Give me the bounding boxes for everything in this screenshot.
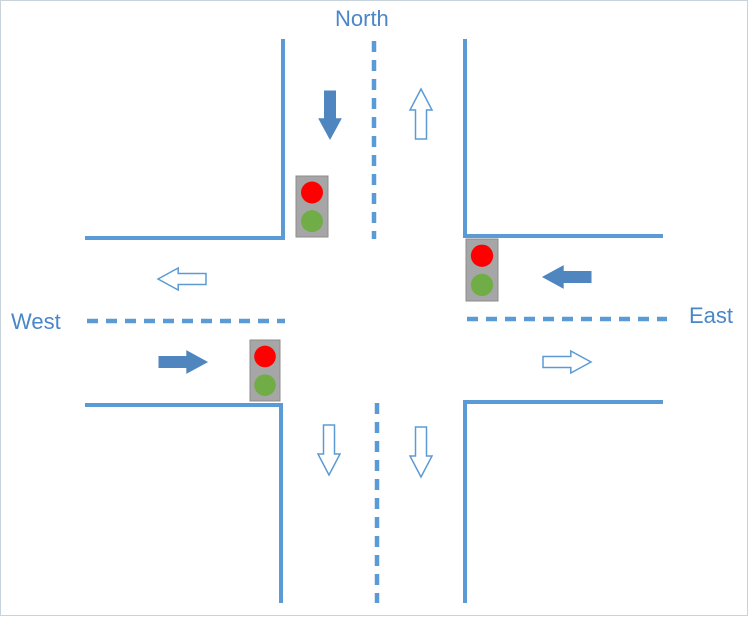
- traffic-light-north: [295, 175, 329, 238]
- traffic-light-east: [465, 238, 499, 302]
- arrow-south-left-lane: [316, 424, 342, 477]
- red-light-icon: [301, 181, 323, 204]
- road-edge-northwest-corner: [85, 39, 285, 240]
- arrow-south-right-lane: [408, 426, 434, 479]
- arrow-west-outbound: [156, 266, 207, 292]
- road-edge-southwest-corner: [85, 403, 283, 603]
- road-edge-southeast-corner: [463, 400, 663, 603]
- road-edge-northeast-corner: [463, 39, 663, 238]
- green-light-icon: [470, 273, 494, 297]
- arrow-north-outbound: [408, 87, 434, 140]
- green-light-icon: [254, 374, 276, 396]
- north-label: North: [335, 6, 389, 31]
- center-lines: [87, 41, 667, 603]
- red-light-icon: [470, 244, 494, 267]
- road-edges: [85, 39, 663, 603]
- west-label: West: [11, 309, 61, 334]
- arrow-east-inbound: [541, 265, 592, 289]
- traffic-light-west: [249, 339, 281, 402]
- arrow-west-inbound: [158, 350, 209, 374]
- arrow-east-outbound: [542, 349, 593, 375]
- arrow-north-inbound: [318, 90, 342, 141]
- east-label: East: [689, 303, 734, 328]
- red-light-icon: [254, 345, 276, 368]
- green-light-icon: [301, 210, 323, 233]
